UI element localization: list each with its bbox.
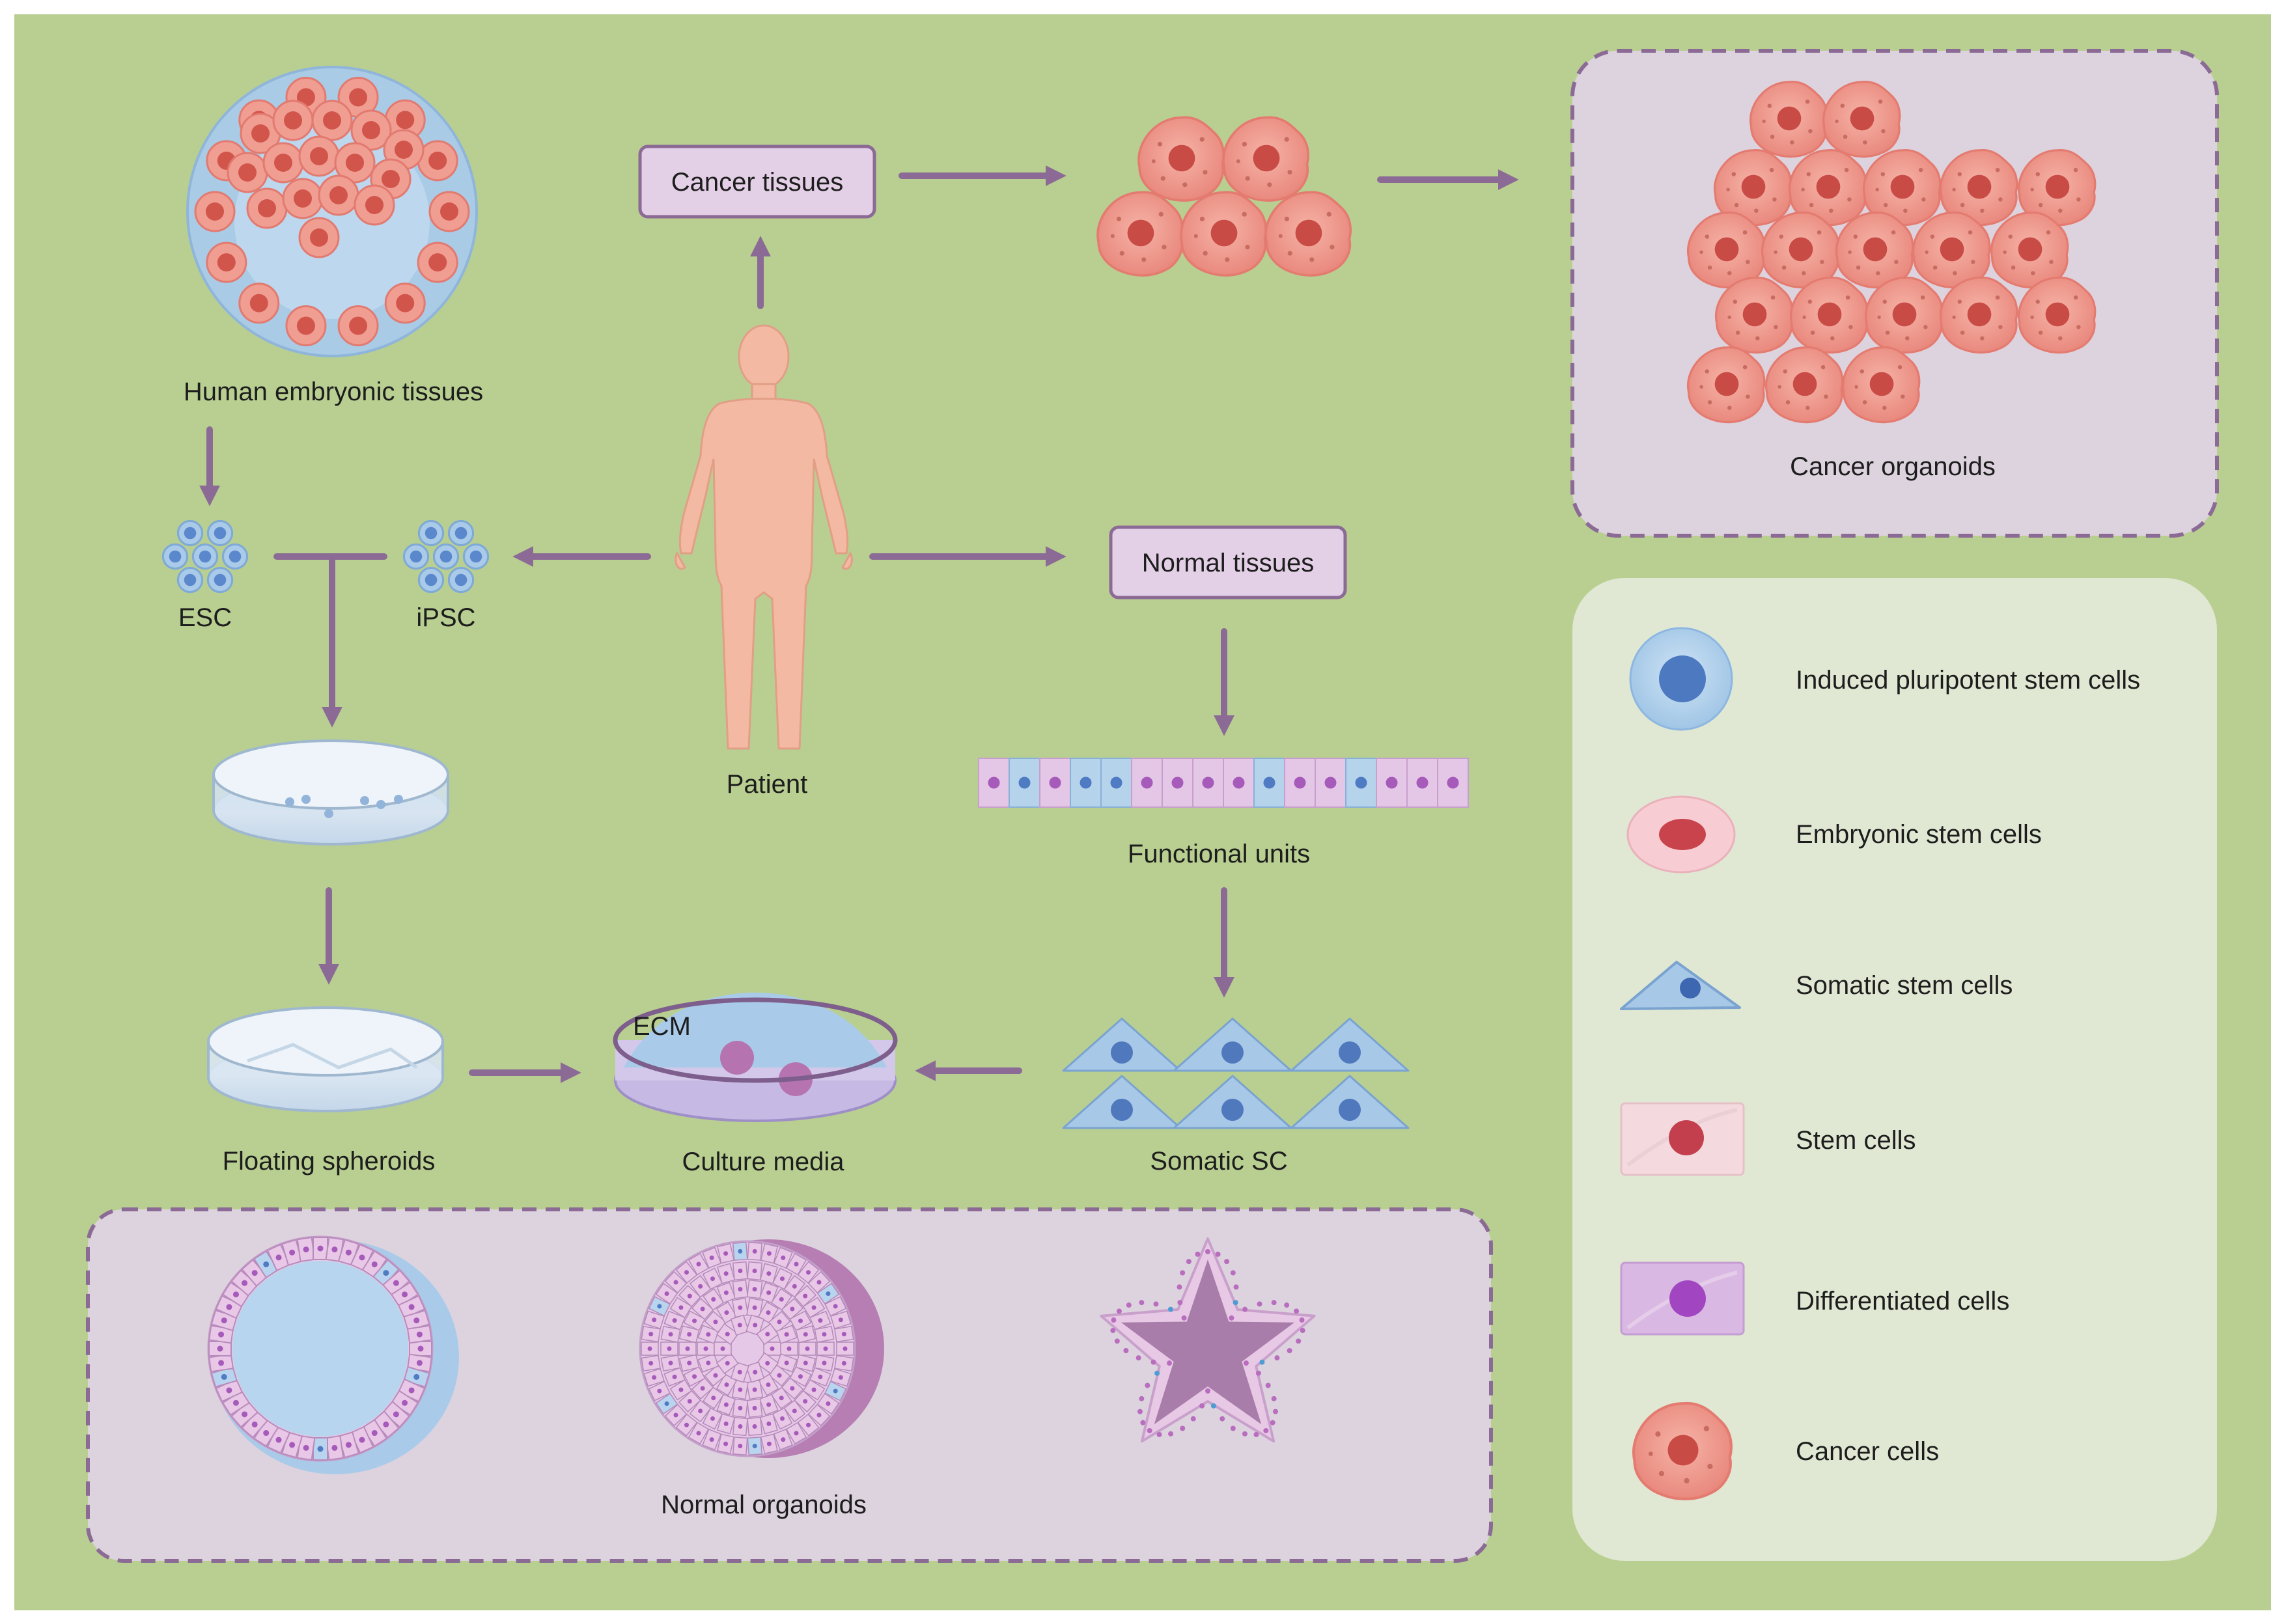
somatic-sc-label: Somatic SC [1150, 1147, 1287, 1176]
embryonic-cell [282, 178, 324, 219]
cancer-cell [1841, 346, 1921, 424]
embryonic-cell [298, 217, 340, 258]
normal-organoids-label: Normal organoids [661, 1491, 867, 1519]
legend-label-esc: Embryonic stem cells [1796, 820, 2042, 849]
cancer-cell [1912, 211, 1991, 289]
embryonic-cell [318, 174, 359, 216]
legend-label-cancer: Cancer cells [1796, 1437, 1939, 1466]
stem-cell [417, 519, 445, 547]
embryonic-cell [298, 135, 340, 177]
embryonic-cell [246, 187, 288, 229]
culture-media-label: Culture media [682, 1148, 844, 1176]
flow-arrows [199, 165, 1519, 1084]
functional-unit-cell [1070, 758, 1102, 808]
cancer-cell [1686, 346, 1766, 424]
embryonic-cell [311, 100, 353, 141]
cancer-cell [1096, 191, 1184, 277]
stem-cell [417, 566, 445, 594]
ipsc-label: iPSC [416, 603, 475, 632]
cancer-cell [1822, 80, 1901, 158]
cancer-cell [1764, 346, 1844, 424]
stem-cell [402, 543, 430, 570]
stem-cell [221, 543, 249, 570]
patient-label: Patient [727, 770, 808, 799]
normal-tissues-label: Normal tissues [1142, 549, 1315, 577]
organoid-cyst-icon [207, 1235, 459, 1474]
embryonic-cell [428, 191, 470, 232]
culture-media-dish-icon: ECM [613, 993, 898, 1122]
floating-spheroids-label: Floating spheroids [223, 1147, 436, 1176]
culture-dish-icon [212, 739, 449, 846]
legend-label-ipsc: Induced pluripotent stem cells [1796, 666, 2140, 695]
embryonic-cell [238, 282, 280, 324]
embryonic-cell [354, 184, 395, 226]
legend-label-stem: Stem cells [1796, 1126, 1916, 1155]
cancer-cell [1714, 276, 1794, 354]
cancer-cell [2017, 276, 2097, 354]
stem-cell [447, 566, 475, 594]
stem-cell [161, 543, 189, 570]
embryonic-cell [227, 152, 268, 193]
cancer-cell [1749, 80, 1828, 158]
stem-cell [447, 519, 475, 547]
cancer-cell [1789, 276, 1869, 354]
embryonic-cell [384, 282, 426, 324]
cancer-cell [1864, 276, 1944, 354]
stem-cell [176, 566, 204, 594]
cancer-cell [1180, 191, 1267, 277]
somatic-stem-cell-icon [1620, 961, 1741, 1010]
stem-cell [432, 543, 460, 570]
stem-cell [206, 519, 234, 547]
cancer-tissues-label: Cancer tissues [671, 168, 844, 197]
cancer-cell [1939, 276, 2018, 354]
cancer-organoids-label: Cancer organoids [1790, 452, 1996, 481]
differentiated-cell-icon [1620, 1261, 1745, 1336]
cancer-cell [1264, 191, 1352, 277]
embryonic-cell [272, 100, 314, 141]
cancer-cell [1835, 211, 1914, 289]
cancer-cell [1990, 211, 2069, 289]
legend: Induced pluripotent stem cells Embryonic… [1620, 627, 2140, 1499]
organoid-budding-icon [1100, 1237, 1316, 1443]
embryonic-tissue-icon [186, 66, 478, 357]
cancer-tissues-box: Cancer tissues [638, 145, 876, 219]
esc-label: ESC [178, 603, 232, 632]
stem-cell-icon [1620, 1102, 1745, 1176]
stem-cell [206, 566, 234, 594]
organoid-solid-icon [639, 1239, 884, 1458]
embryonic-cell [206, 241, 247, 283]
ecm-label: ECM [633, 1012, 691, 1041]
stem-cell [176, 519, 204, 547]
esc-cell-icon [1626, 795, 1736, 874]
stem-cell [191, 543, 219, 570]
embryonic-cell [262, 142, 304, 184]
embryonic-cell [417, 241, 458, 283]
normal-tissues-box: Normal tissues [1109, 525, 1347, 599]
cancer-cell [1222, 116, 1309, 202]
legend-label-differentiated: Differentiated cells [1796, 1287, 2009, 1315]
embryonic-cell [337, 305, 379, 346]
functional-units-label: Functional units [1128, 840, 1310, 868]
cancer-cell-icon [1634, 1403, 1731, 1499]
cancer-cell [1686, 211, 1766, 289]
stem-cell [462, 543, 490, 570]
functional-units-strip [978, 758, 1469, 808]
embryonic-cell [285, 305, 327, 346]
floating-spheroids-dish-icon [207, 1006, 444, 1112]
ipsc-cell-icon [1629, 627, 1733, 731]
cancer-cell [1137, 116, 1225, 202]
legend-label-somatic: Somatic stem cells [1796, 971, 2013, 1000]
patient-figure-icon [675, 324, 853, 750]
cancer-cell [1761, 211, 1840, 289]
embryonic-cell [194, 191, 236, 232]
functional-unit-cell [1437, 758, 1469, 808]
human-embryonic-tissues-label: Human embryonic tissues [184, 378, 483, 406]
